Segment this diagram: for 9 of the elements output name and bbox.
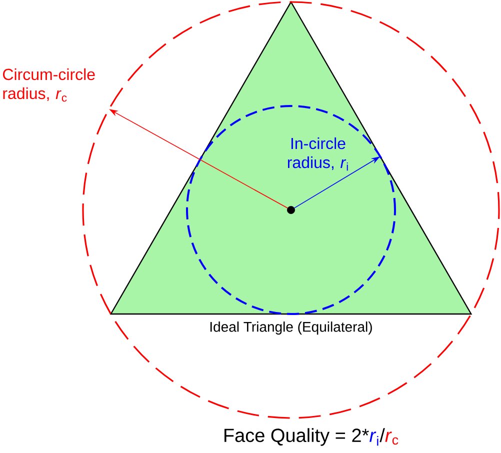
incircle <box>186 105 396 315</box>
triangle-caption: Ideal Triangle (Equilateral) <box>210 322 372 335</box>
formula-text: / <box>380 428 385 442</box>
formula-symbol: r$_{c}$ <box>385 432 398 445</box>
circumcircle-label: Circum-circle radius, r$_{c}$ <box>3 68 95 102</box>
formula-text: Face Quality = 2* <box>224 428 369 446</box>
center-dot <box>287 206 295 214</box>
incircle-label: In-circle radius, r$_{i}$ <box>288 137 348 171</box>
formula-symbol: r$_{i}$ <box>370 432 378 446</box>
